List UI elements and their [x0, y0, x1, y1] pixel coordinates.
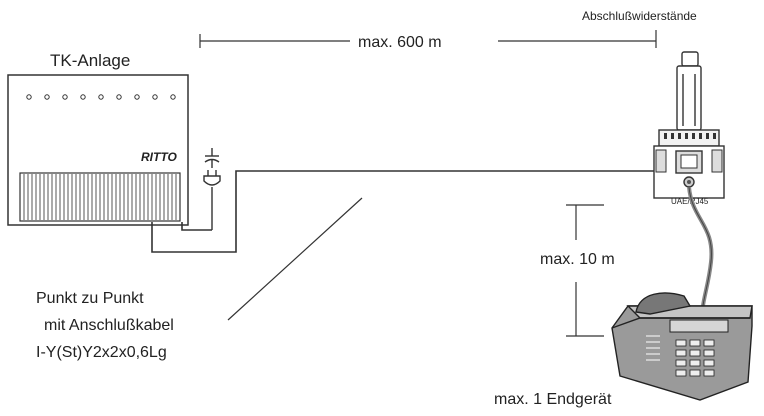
- uae-rj45-socket: [653, 129, 725, 199]
- trunk-cable: [151, 170, 656, 253]
- brand-logo: RITTO: [141, 150, 177, 164]
- phone-cable: [687, 186, 714, 323]
- max-600m-label: max. 600 m: [358, 34, 442, 51]
- tk-anlage-unit: [7, 74, 189, 226]
- max-10m-label: max. 10 m: [540, 251, 615, 268]
- telephone-icon: [611, 292, 753, 401]
- dimension-10m: [566, 204, 604, 337]
- anschlusskabel-label: mit Anschlußkabel: [44, 317, 174, 334]
- endgeraet-label: max. 1 Endgerät: [494, 391, 612, 408]
- cable-type-label: I-Y(St)Y2x2x0,6Lg: [36, 344, 167, 361]
- plug-symbol-icon: [203, 170, 221, 230]
- cooling-ribs: [19, 172, 181, 222]
- cable-pointer-line: [227, 197, 363, 321]
- led-row: [26, 94, 176, 100]
- dimension-600m: [199, 30, 657, 48]
- abschlusswiderstaende-label: Abschlußwiderstände: [582, 9, 697, 23]
- punkt-zu-punkt-label: Punkt zu Punkt: [36, 290, 144, 307]
- capacitor-symbol-icon: [204, 148, 220, 168]
- tk-anlage-label: TK-Anlage: [50, 51, 130, 70]
- terminating-resistors: [676, 51, 702, 131]
